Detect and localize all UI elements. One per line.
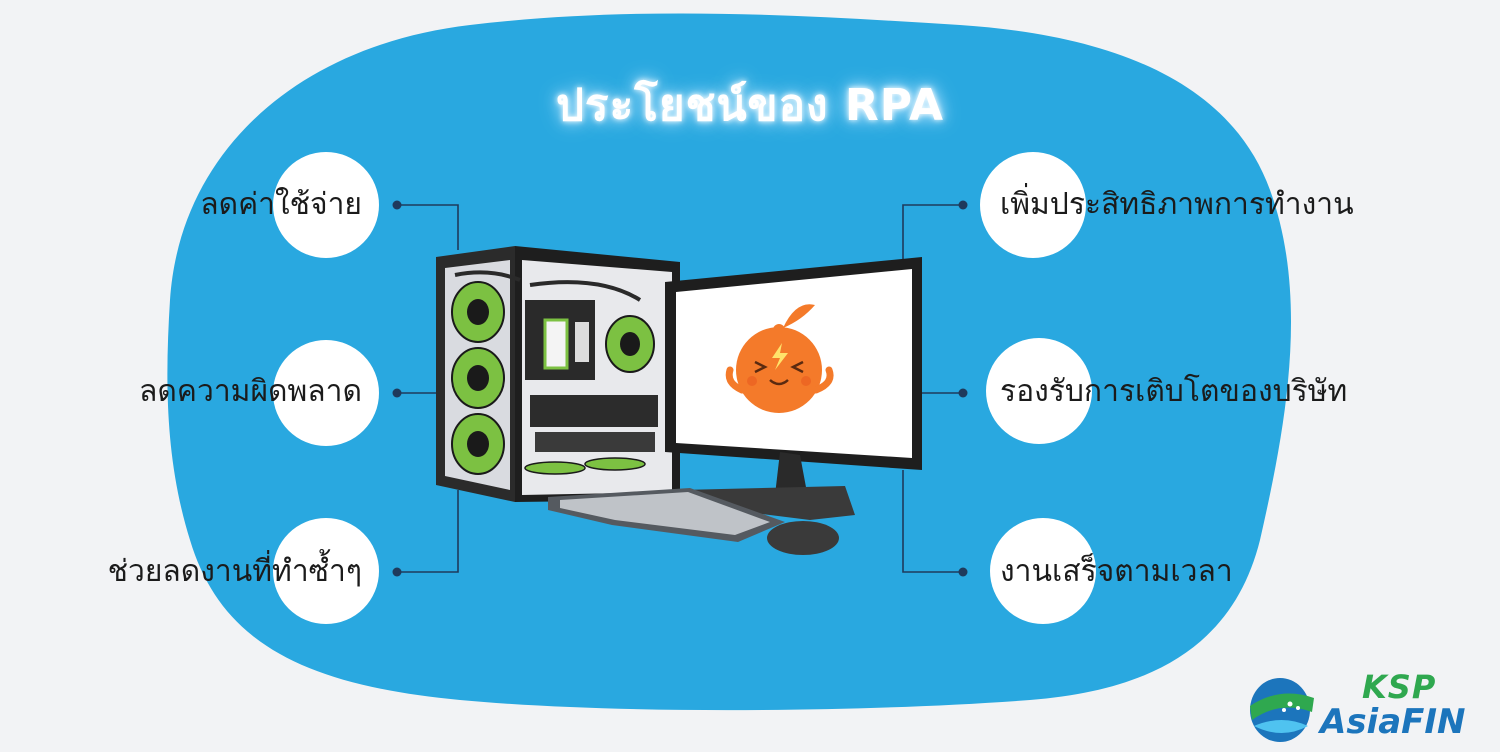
benefit-label-right-1: เพิ่มประสิทธิภาพการทำงาน: [1000, 187, 1354, 222]
globe-logo-icon: [1250, 678, 1314, 742]
bubble-left-1: [273, 152, 379, 258]
bubble-right-2: [986, 338, 1092, 444]
page-title: ประโยชน์ของ RPA: [556, 80, 944, 131]
benefit-label-left-1: ลดค่าใช้จ่าย: [200, 187, 362, 222]
bubble-right-3: [990, 518, 1096, 624]
logo-line-2: AsiaFIN: [1320, 702, 1466, 742]
benefit-label-left-3: ช่วยลดงานที่ทำซ้ำๆ: [107, 554, 362, 589]
ksp-asiafin-logo: KSP AsiaFIN: [1242, 668, 1492, 752]
orange-mascot-icon: [725, 304, 834, 413]
logo-line-1: KSP: [1362, 668, 1437, 706]
bubble-left-2: [273, 340, 379, 446]
bubble-left-3: [273, 518, 379, 624]
keyboard: [548, 488, 785, 542]
benefit-label-right-2: รองรับการเติบโตของบริษัท: [1000, 374, 1348, 409]
mouse: [767, 521, 839, 555]
benefit-label-left-2: ลดความผิดพลาด: [139, 374, 362, 409]
benefit-label-right-3: งานเสร็จตามเวลา: [1000, 554, 1233, 589]
bubble-right-1: [980, 152, 1086, 258]
pc-case: [436, 246, 680, 502]
